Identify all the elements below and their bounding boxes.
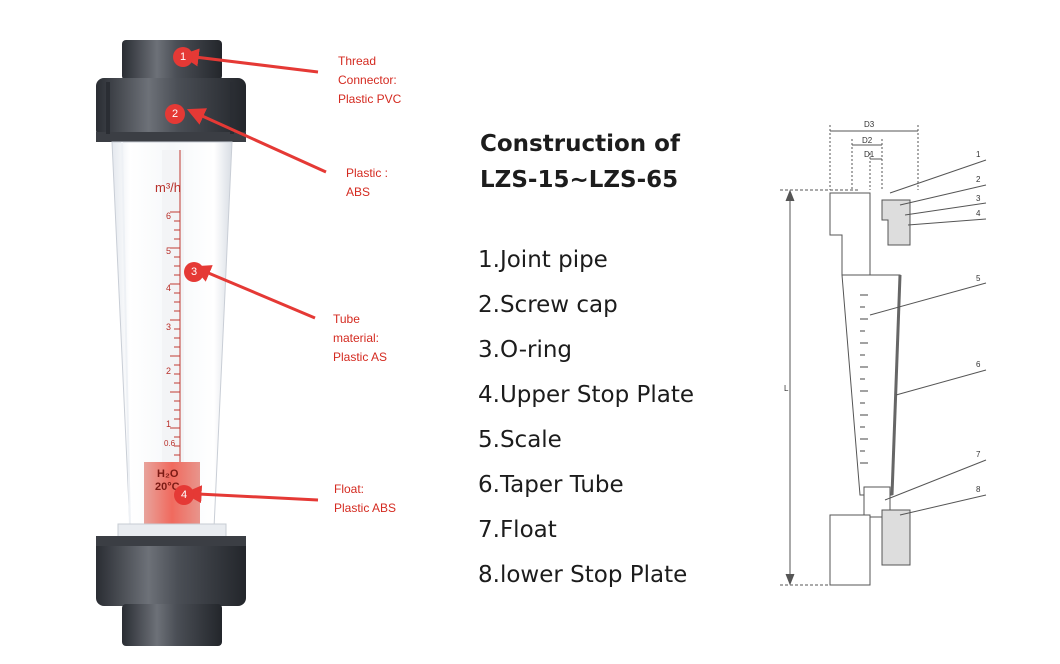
part-number-5: 5 bbox=[976, 274, 981, 283]
parts-list-item: 1.Joint pipe bbox=[478, 247, 608, 273]
callout-arrow-3 bbox=[192, 265, 316, 320]
parts-list-item: 8.lower Stop Plate bbox=[478, 562, 688, 588]
parts-list-item: 6.Taper Tube bbox=[478, 472, 624, 498]
parts-list-item: 7.Float bbox=[478, 517, 557, 543]
bottom-screw-cap bbox=[96, 536, 246, 606]
construction-heading: Construction of LZS-15~LZS-65 bbox=[480, 126, 680, 198]
scale-tick-06: 0.6 bbox=[164, 439, 176, 448]
part-number-4: 4 bbox=[976, 209, 981, 218]
dim-label-d3: D3 bbox=[864, 120, 875, 129]
construction-title-line1: Construction of bbox=[480, 131, 680, 157]
parts-list: 1.Joint pipe 2.Screw cap 3.O-ring 4.Uppe… bbox=[478, 243, 694, 603]
bottom-pipe bbox=[122, 604, 222, 646]
callout-arrow-1 bbox=[180, 48, 319, 74]
callout-text-1: Thread Connector: Plastic PVC bbox=[338, 54, 402, 106]
callout-text-3: Tube material: Plastic AS bbox=[333, 312, 388, 364]
top-pipe bbox=[122, 40, 222, 80]
construction-title-line2: LZS-15~LZS-65 bbox=[480, 167, 679, 193]
dim-label-l: L bbox=[784, 384, 789, 393]
parts-list-item: 3.O-ring bbox=[478, 337, 573, 363]
parts-list-item: 5.Scale bbox=[478, 427, 562, 453]
parts-list-item: 4.Upper Stop Plate bbox=[478, 382, 695, 408]
callout-badge-4: 4 bbox=[174, 485, 194, 505]
part-number-1: 1 bbox=[976, 150, 981, 159]
callout-arrow-4 bbox=[183, 485, 319, 504]
scale-tick-5: 5 bbox=[166, 246, 171, 256]
dim-label-d1: D1 bbox=[864, 150, 875, 159]
scale-tick-2: 2 bbox=[166, 366, 171, 376]
scale-unit: m³/h bbox=[155, 180, 181, 195]
callout-text-4: Float: Plastic ABS bbox=[334, 482, 397, 515]
scale-ticks bbox=[170, 211, 180, 456]
scale-tick-4: 4 bbox=[166, 283, 171, 293]
callout-badge-1: 1 bbox=[173, 47, 193, 67]
scale-tick-3: 3 bbox=[166, 322, 171, 332]
callout-badge-2: 2 bbox=[165, 104, 185, 124]
scale-tick-1: 1 bbox=[166, 419, 171, 429]
callout-arrow-2 bbox=[186, 108, 327, 174]
part-number-3: 3 bbox=[976, 194, 981, 203]
technical-drawing: D3 D2 D1 L 1 2 3 4 5 6 7 8 bbox=[780, 120, 987, 586]
part-number-6: 6 bbox=[976, 360, 981, 369]
part-number-2: 2 bbox=[976, 175, 981, 184]
scale-tick-6: 6 bbox=[166, 211, 171, 221]
callout-text-2: Plastic : ABS bbox=[346, 166, 389, 199]
part-number-7: 7 bbox=[976, 450, 981, 459]
callout-badge-3: 3 bbox=[184, 262, 204, 282]
float-label-fluid: H₂O bbox=[157, 468, 179, 480]
parts-list-item: 2.Screw cap bbox=[478, 292, 618, 318]
float-label-temp: 20°C bbox=[155, 481, 180, 493]
part-number-8: 8 bbox=[976, 485, 981, 494]
dim-label-d2: D2 bbox=[862, 136, 873, 145]
